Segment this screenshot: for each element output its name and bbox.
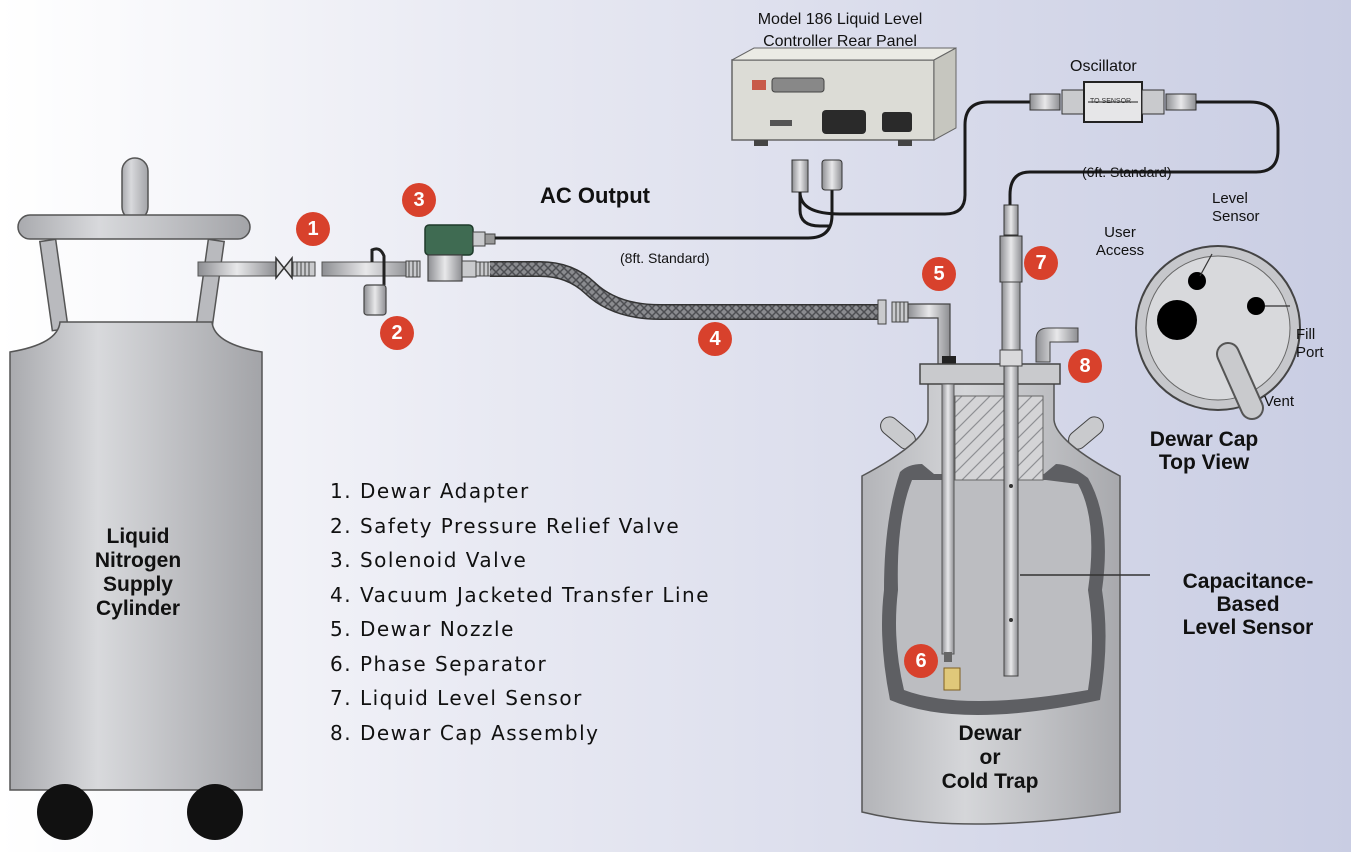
controller-label: Model 186 Liquid Level Controller Rear P… — [700, 9, 980, 53]
cap-level-sensor-line-2: Sensor — [1212, 208, 1260, 225]
legend-item-4: 4. Vacuum Jacketed Transfer Line — [330, 582, 710, 607]
component-legend: 1. Dewar Adapter 2. Safety Pressure Reli… — [330, 474, 710, 750]
badge-7: 7 — [1024, 246, 1058, 280]
supply-cylinder-label-line-3: Supply — [102, 573, 173, 596]
relief-valve — [321, 247, 421, 316]
supply-cylinder-label: Liquid Nitrogen Supply Cylinder — [68, 525, 208, 621]
controller-label-line-2: Controller Rear Panel — [763, 33, 917, 50]
legend-item-2: 2. Safety Pressure Relief Valve — [330, 513, 681, 538]
cap-fill-port-line-2: Port — [1296, 344, 1324, 361]
dewar-body — [861, 327, 1121, 825]
cable-6ft-label: (6ft. Standard) — [1082, 164, 1172, 180]
cap-level-sensor-line-1: Level — [1212, 190, 1248, 207]
level-sensor-probe — [999, 204, 1150, 677]
level-sensor-callout-line-2: Based — [1216, 593, 1280, 616]
supply-cylinder-label-line-2: Nitrogen — [94, 549, 182, 572]
supply-cylinder-label-line-4: Cylinder — [95, 597, 181, 620]
dewar-label-line-1: Dewar — [958, 722, 1022, 745]
cap-user-access-line-2: Access — [1095, 242, 1145, 259]
controller-connectors — [791, 100, 1030, 228]
oscillator-plate-label: TO SENSOR — [1090, 98, 1132, 105]
legend-item-6: 6. Phase Separator — [330, 651, 548, 676]
legend-item-7: 7. Liquid Level Sensor — [330, 686, 583, 710]
badge-1: 1 — [296, 212, 330, 246]
badge-5: 5 — [922, 257, 956, 291]
dewar-nozzle — [877, 299, 956, 368]
cap-view-title-line-1: Dewar Cap — [1149, 428, 1259, 451]
controller-panel — [731, 47, 957, 146]
cap-level-sensor-label: Level Sensor — [1212, 190, 1260, 226]
cap-view-title: Dewar Cap Top View — [1124, 428, 1284, 474]
badge-4: 4 — [698, 322, 732, 356]
legend-item-8: 8. Dewar Cap Assembly — [330, 720, 600, 745]
dewar-label: Dewar or Cold Trap — [920, 722, 1060, 794]
badge-8: 8 — [1068, 349, 1102, 383]
dewar-label-line-2: or — [979, 746, 1001, 769]
supply-cylinder-label-line-1: Liquid — [106, 525, 170, 548]
dewar-adapter — [197, 255, 316, 281]
solenoid-valve — [424, 224, 496, 282]
cap-vent-label: Vent — [1264, 393, 1295, 410]
controller-label-line-1: Model 186 Liquid Level — [757, 11, 923, 28]
legend-item-5: 5. Dewar Nozzle — [330, 617, 515, 641]
supply-cylinder — [9, 157, 263, 840]
dewar-cap-top-view — [1135, 245, 1301, 420]
ac-output-label: AC Output — [540, 183, 650, 208]
cap-view-title-line-2: Top View — [1158, 451, 1250, 474]
dewar-label-line-3: Cold Trap — [941, 770, 1039, 793]
badge-6: 6 — [904, 644, 938, 678]
badge-3: 3 — [402, 183, 436, 217]
level-sensor-callout-line-3: Level Sensor — [1182, 616, 1314, 639]
legend-item-3: 3. Solenoid Valve — [330, 548, 528, 572]
cap-user-access-label: User Access — [1080, 224, 1160, 260]
level-sensor-callout: Capacitance- Based Level Sensor — [1148, 570, 1348, 639]
cap-fill-port-label: Fill Port — [1296, 326, 1324, 362]
cap-user-access-line-1: User — [1104, 224, 1136, 241]
level-sensor-callout-line-1: Capacitance- — [1182, 570, 1314, 593]
cable-8ft-label: (8ft. Standard) — [620, 250, 710, 266]
badge-2: 2 — [380, 316, 414, 350]
oscillator — [1008, 81, 1280, 205]
oscillator-label: Oscillator — [1070, 58, 1137, 75]
legend-item-1: 1. Dewar Adapter — [330, 479, 530, 503]
cap-fill-port-line-1: Fill — [1296, 326, 1316, 343]
